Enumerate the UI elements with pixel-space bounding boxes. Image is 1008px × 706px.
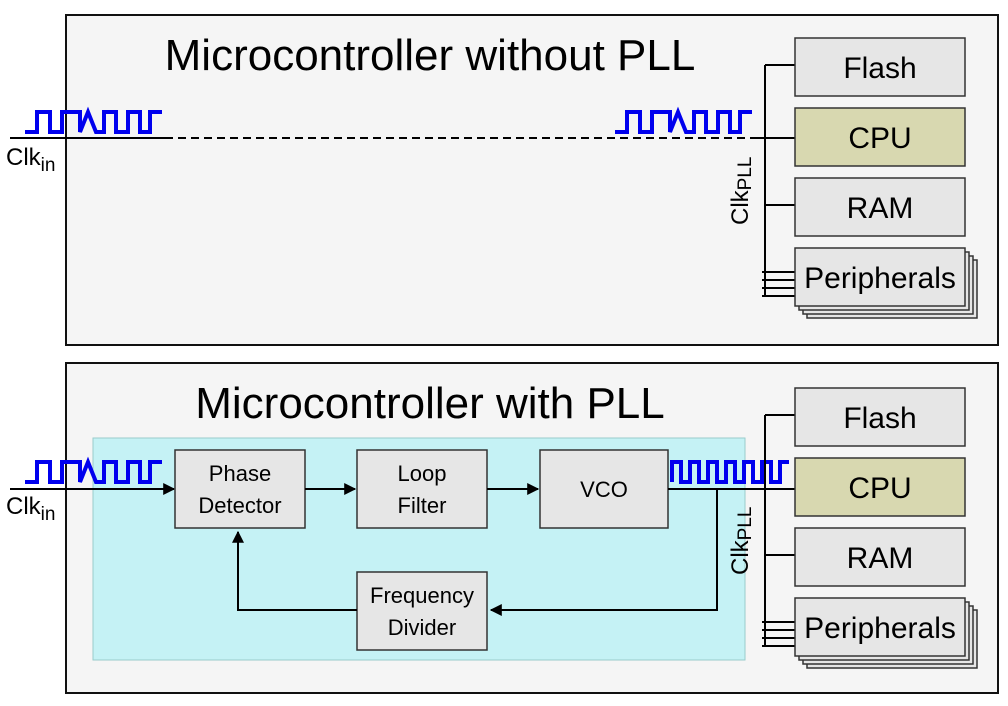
divider-to-pd-arrow	[232, 530, 357, 611]
flash-block: Flash	[794, 387, 966, 447]
clock-wave-input	[25, 106, 162, 134]
svg-text:Flash: Flash	[843, 52, 916, 85]
svg-text:Peripherals: Peripherals	[804, 262, 956, 295]
ram-block: RAM	[794, 177, 966, 237]
cpu-block: CPU	[794, 457, 966, 517]
svg-text:Flash: Flash	[843, 402, 916, 435]
clock-wave-input	[25, 456, 162, 484]
ram-block: RAM	[794, 527, 966, 587]
cpu-block: CPU	[794, 107, 966, 167]
vco-block: VCO	[539, 449, 669, 529]
panel-title: Microcontroller without PLL	[165, 31, 696, 80]
loop-filter-block: Loop Filter	[356, 449, 488, 529]
svg-text:Peripherals: Peripherals	[804, 612, 956, 645]
clk-pll-label: ClkPLL	[727, 157, 756, 225]
phase-detector-block: Phase Detector	[174, 449, 306, 529]
peripherals-block: Peripherals	[794, 247, 978, 319]
clock-wave-vco-output	[670, 460, 789, 484]
svg-text:VCO: VCO	[580, 477, 628, 502]
svg-text:RAM: RAM	[847, 542, 914, 575]
svg-text:CPU: CPU	[848, 122, 911, 155]
svg-text:RAM: RAM	[847, 192, 914, 225]
panel-without-pll: Microcontroller without PLL Clkin ClkPLL…	[6, 14, 999, 346]
flash-block: Flash	[794, 37, 966, 97]
panel-title: Microcontroller with PLL	[195, 379, 665, 428]
clk-pll-label: ClkPLL	[727, 507, 756, 575]
svg-text:Frequency: Frequency	[370, 583, 474, 608]
svg-text:Phase: Phase	[209, 461, 271, 486]
svg-text:CPU: CPU	[848, 472, 911, 505]
clk-in-label: Clkin	[6, 144, 55, 176]
frequency-divider-block: Frequency Divider	[356, 571, 488, 651]
clock-wave-output	[615, 106, 752, 134]
panel-with-pll: Microcontroller with PLL Clkin Phase Det…	[6, 362, 999, 694]
svg-text:Divider: Divider	[388, 615, 456, 640]
svg-text:Detector: Detector	[198, 493, 281, 518]
clk-in-label: Clkin	[6, 493, 55, 525]
svg-text:Filter: Filter	[398, 493, 447, 518]
peripherals-block: Peripherals	[794, 597, 978, 669]
feedback-to-divider-arrow	[489, 489, 718, 616]
svg-text:Loop: Loop	[398, 461, 447, 486]
